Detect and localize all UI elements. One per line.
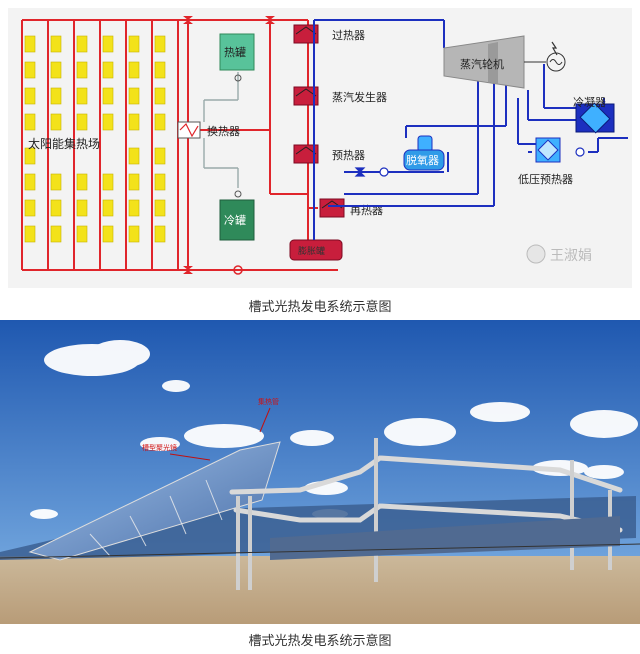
reheater-label: 再热器 (350, 204, 383, 217)
turbine-label: 蒸汽轮机 (460, 57, 504, 71)
hot-tank-label: 热罐 (224, 46, 246, 59)
superheater: 过热器 (293, 24, 365, 44)
condenser: 冷凝器 (573, 95, 615, 134)
solar-field-label: 太阳能集热场 (28, 136, 100, 151)
caption-top: 槽式光热发电系统示意图 (248, 300, 392, 315)
cold-tank-label: 冷罐 (224, 214, 246, 227)
photo-label-tube: 集热管 (258, 397, 279, 406)
steam-turbine: 蒸汽轮机 (443, 35, 525, 89)
cold-tank: 冷罐 (219, 199, 255, 241)
storage-pipes (203, 72, 239, 188)
oil-loop (187, 20, 318, 270)
expansion-tank-label: 膨胀罐 (298, 245, 325, 257)
pump-icon (234, 74, 242, 198)
watermark-text: 王淑娟 (550, 248, 592, 264)
deaerator-label: 脱氧器 (406, 153, 439, 167)
steam-generator-label: 蒸汽发生器 (332, 90, 387, 104)
steam-generator: 蒸汽发生器 (293, 86, 387, 106)
deaerator: 脱氧器 (403, 135, 445, 171)
superheater-label: 过热器 (332, 29, 365, 42)
trough-mirror (28, 441, 281, 561)
hot-tank: 热罐 (219, 33, 255, 71)
collector-segments (24, 35, 166, 243)
generator-icon (524, 41, 566, 72)
expansion-tank: 膨胀罐 (289, 239, 343, 261)
system-diagram: 太阳能集热场 换热器 热罐 冷罐 (8, 8, 632, 288)
preheater: 预热器 (293, 144, 365, 164)
water-loop (313, 19, 628, 240)
valve-icons (183, 16, 275, 275)
solar-field (21, 19, 338, 271)
preheater-label: 预热器 (332, 149, 365, 162)
heat-exchanger-icon (177, 121, 201, 139)
heat-exchanger-label: 换热器 (207, 124, 240, 138)
pump-icons-water (354, 147, 585, 177)
supports (236, 438, 612, 590)
caption-bottom: 槽式光热发电系统示意图 (248, 634, 392, 649)
field-photo: 集热管 槽型聚光镜 (0, 320, 640, 624)
photo-label-mirror: 槽型聚光镜 (142, 443, 177, 452)
lp-preheater-label: 低压预热器 (518, 173, 573, 186)
condenser-label: 冷凝器 (573, 95, 606, 109)
watermark: 王淑娟 (526, 244, 592, 264)
reheater: 再热器 (319, 198, 383, 218)
trough-ribs (89, 479, 223, 557)
second-trough-row (270, 516, 620, 560)
lp-preheater: 低压预热器 (518, 137, 573, 186)
